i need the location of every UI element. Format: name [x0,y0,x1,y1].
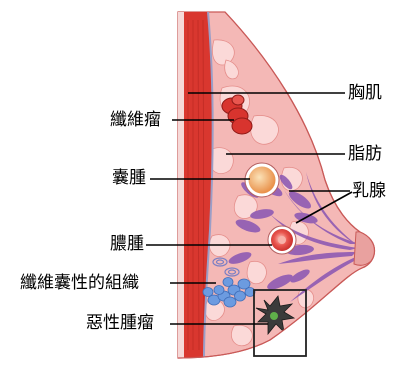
label-fat: 脂肪 [348,144,382,164]
abscess [268,226,296,254]
cyst [245,163,279,197]
label-abscess: 膿腫 [110,234,144,254]
label-fibrocystic-tissue: 纖維囊性的組織 [20,273,139,293]
label-mammary-gland: 乳腺 [352,181,386,201]
label-cyst: 囊腫 [112,168,146,188]
label-pectoral-muscle: 胸肌 [348,83,382,103]
label-fibroadenoma: 纖維瘤 [110,110,161,130]
chest-wall [178,12,184,358]
nipple [354,232,376,265]
label-malignant-tumor: 惡性腫瘤 [86,313,154,333]
